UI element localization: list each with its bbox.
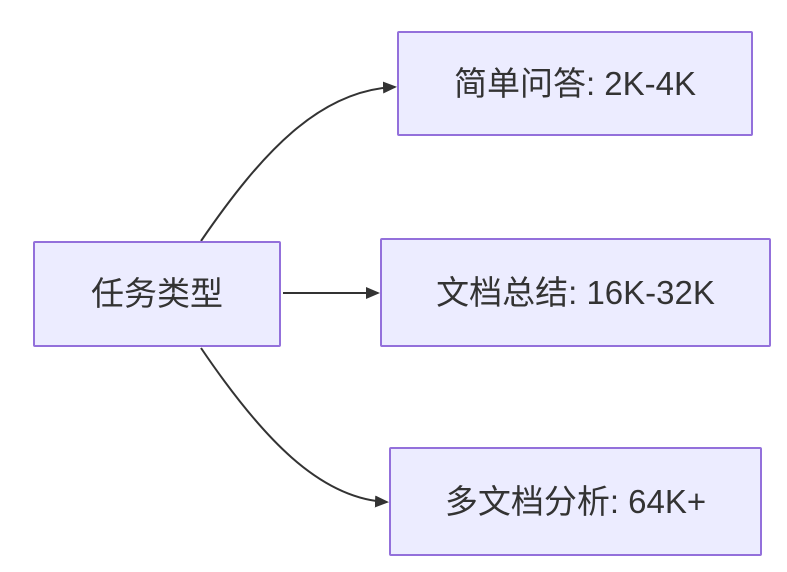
node-doc-summary: 文档总结: 16K-32K: [380, 238, 771, 347]
node-simple-qa-label: 简单问答: 2K-4K: [453, 64, 697, 102]
node-doc-summary-label: 文档总结: 16K-32K: [436, 273, 715, 311]
edge-root-to-branch3: [200, 347, 389, 508]
node-multi-doc-analysis-label: 多文档分析: 64K+: [444, 482, 707, 520]
node-simple-qa: 简单问答: 2K-4K: [397, 31, 753, 136]
node-multi-doc-analysis: 多文档分析: 64K+: [389, 447, 762, 556]
edge-root-to-branch1: [200, 81, 397, 242]
node-task-type: 任务类型: [33, 241, 281, 347]
node-task-type-label: 任务类型: [91, 275, 223, 313]
